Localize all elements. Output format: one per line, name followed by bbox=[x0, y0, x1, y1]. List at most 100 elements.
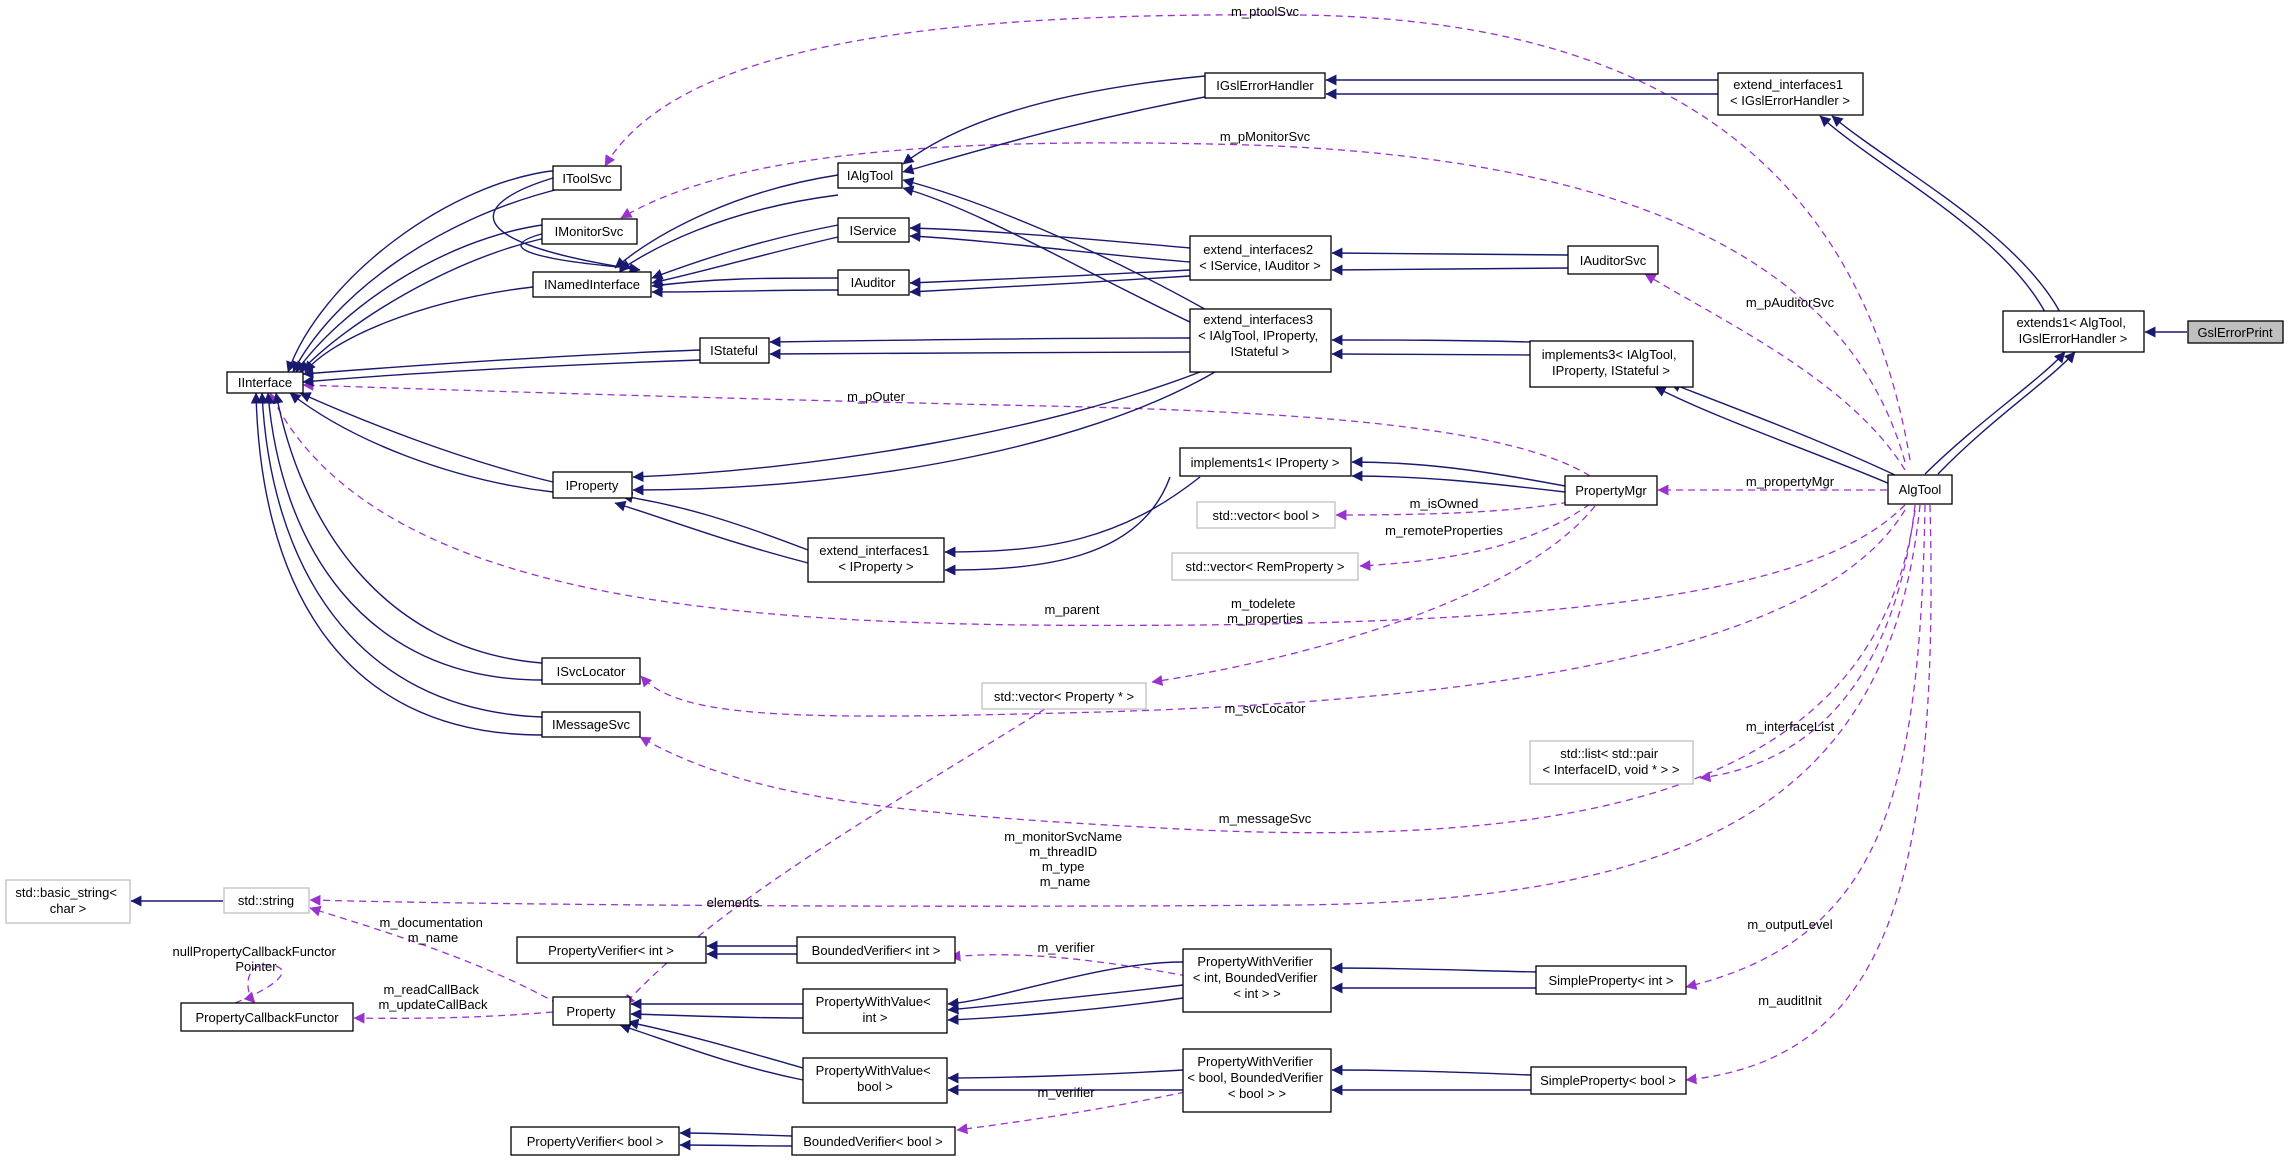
edge-strings bbox=[309, 504, 1921, 907]
svg-text:ISvcLocator: ISvcLocator bbox=[557, 664, 626, 679]
edge-extends1-extif1-a bbox=[1819, 115, 2046, 313]
svg-text:Property: Property bbox=[566, 1004, 616, 1019]
node-ialgtool[interactable]: IAlgTool bbox=[837, 162, 903, 189]
svg-text:IAuditor: IAuditor bbox=[851, 275, 896, 290]
node-propertyverifier-bool[interactable]: PropertyVerifier< bool > bbox=[510, 1126, 680, 1156]
edge-todelete bbox=[1151, 505, 1596, 686]
node-propertymgr[interactable]: PropertyMgr bbox=[1564, 475, 1658, 506]
edge-iservice-inamed bbox=[651, 224, 839, 280]
node-imonitorsvc[interactable]: IMonitorSvc bbox=[541, 218, 638, 245]
node-vector-property-ptr[interactable]: std::vector< Property * > bbox=[981, 682, 1147, 710]
edge-extif2-iauditor-b bbox=[909, 275, 1191, 297]
svg-text:std::list< std::pair <: std::list< std::pair < InterfaceID, void… bbox=[1543, 746, 1680, 777]
svg-text:IProperty: IProperty bbox=[566, 478, 619, 493]
svg-text:implements1< IProperty >: implements1< IProperty > bbox=[1191, 455, 1340, 470]
svg-text:PropertyWithVerifier <: PropertyWithVerifier < bool, BoundedVeri… bbox=[1187, 1054, 1326, 1101]
svg-text:std::vector< Property * >: std::vector< Property * > bbox=[994, 689, 1134, 704]
node-itoolsvc[interactable]: IToolSvc bbox=[552, 165, 622, 191]
node-propertywithverifier-int[interactable]: PropertyWithVerifier < int, BoundedVerif… bbox=[1182, 948, 1332, 1013]
edge-parent bbox=[269, 392, 1906, 627]
edge-iproperty-iinterface-b bbox=[289, 392, 554, 493]
node-basic-string[interactable]: std::basic_string< char > bbox=[5, 879, 131, 924]
edge-ptoolsvc bbox=[604, 14, 1911, 461]
edge-pwvalint-property-b bbox=[630, 1008, 804, 1020]
node-propertyverifier-int[interactable]: PropertyVerifier< int > bbox=[516, 936, 707, 964]
edge-extif2-iservice bbox=[909, 222, 1191, 249]
node-inamedinterface[interactable]: INamedInterface bbox=[532, 271, 652, 298]
label-doc: m_documentation m_name bbox=[380, 915, 487, 945]
node-iproperty[interactable]: IProperty bbox=[552, 471, 633, 499]
edge-extif3-istateful bbox=[769, 336, 1191, 348]
edge-verifier2 bbox=[956, 1091, 1186, 1135]
node-imessagesvc[interactable]: IMessageSvc bbox=[541, 711, 641, 738]
node-gslerrorprint[interactable]: GslErrorPrint bbox=[2187, 320, 2284, 344]
node-extend-interfaces2[interactable]: extend_interfaces2 < IService, IAuditor … bbox=[1189, 235, 1332, 281]
edge-iproperty-iinterface bbox=[299, 392, 554, 483]
svg-text:extend_interfaces2 < I: extend_interfaces2 < IService, IAuditor … bbox=[1199, 242, 1320, 273]
edge-interfacelist bbox=[1699, 504, 1916, 783]
node-implements3[interactable]: implements3< IAlgTool, IProperty, IState… bbox=[1529, 340, 1694, 388]
node-propertywithverifier-bool[interactable]: PropertyWithVerifier < bool, BoundedVeri… bbox=[1182, 1048, 1332, 1113]
node-igslerrorhandler[interactable]: IGslErrorHandler bbox=[1204, 72, 1326, 99]
edge-extif2-iauditor bbox=[909, 269, 1191, 289]
edge-elements bbox=[623, 708, 1046, 1006]
node-iauditorsvc[interactable]: IAuditorSvc bbox=[1567, 245, 1659, 275]
label-todelete: m_todelete m_properties bbox=[1227, 596, 1303, 626]
svg-text:PropertyWithValue< int: PropertyWithValue< int > bbox=[816, 994, 935, 1025]
node-iservice[interactable]: IService bbox=[837, 217, 910, 243]
node-istateful[interactable]: IStateful bbox=[699, 337, 770, 364]
label-nullcb: nullPropertyCallbackFunctor Pointer bbox=[173, 944, 340, 974]
node-implements1[interactable]: implements1< IProperty > bbox=[1179, 447, 1352, 477]
edge-pwvint-pwvalint-b bbox=[947, 997, 1184, 1026]
edge-remoteprops bbox=[1359, 503, 1591, 571]
node-simpleproperty-int[interactable]: SimpleProperty< int > bbox=[1535, 965, 1687, 995]
svg-text:extends1< AlgTool, IGs: extends1< AlgTool, IGslErrorHandler > bbox=[2016, 315, 2129, 346]
edge-itoolsvc-iinterface-b bbox=[292, 187, 564, 373]
edge-messagesvc bbox=[639, 509, 1916, 834]
svg-text:IGslErrorHandler: IGslErrorHandler bbox=[1216, 78, 1314, 93]
node-propertywithvalue-int[interactable]: PropertyWithValue< int > bbox=[802, 988, 948, 1034]
edge-pwvalbool-property bbox=[627, 1018, 804, 1069]
label-svclocator: m_svcLocator bbox=[1225, 701, 1307, 716]
svg-text:IMessageSvc: IMessageSvc bbox=[552, 717, 631, 732]
label-auditinit: m_auditInit bbox=[1758, 993, 1822, 1008]
edge-readcb bbox=[353, 1011, 554, 1024]
edge-bvbool-pvbool-b bbox=[679, 1139, 793, 1151]
node-vector-bool[interactable]: std::vector< bool > bbox=[1196, 501, 1336, 529]
edge-extif2-iservice-b bbox=[909, 231, 1191, 263]
edge-impl3-extif3-b bbox=[1331, 348, 1531, 360]
node-extend-interfaces3[interactable]: extend_interfaces3 < IAlgTool, IProperty… bbox=[1189, 308, 1332, 373]
node-boundedverifier-bool[interactable]: BoundedVerifier< bool > bbox=[791, 1126, 956, 1156]
node-algtool[interactable]: AlgTool bbox=[1887, 474, 1953, 505]
svg-text:IAuditorSvc: IAuditorSvc bbox=[1580, 253, 1647, 268]
label-pouter: m_pOuter bbox=[847, 389, 905, 404]
edge-isowned bbox=[1335, 499, 1581, 521]
node-extend-interfaces1-gsl[interactable]: extend_interfaces1 < IGslErrorHandler > bbox=[1717, 72, 1864, 116]
node-simpleproperty-bool[interactable]: SimpleProperty< bool > bbox=[1530, 1066, 1687, 1095]
edge-inamed-iinterface bbox=[304, 286, 534, 373]
node-property[interactable]: Property bbox=[552, 996, 631, 1026]
node-boundedverifier-int[interactable]: BoundedVerifier< int > bbox=[796, 936, 956, 964]
edge-spint-pwvint bbox=[1331, 962, 1537, 974]
node-vector-remproperty[interactable]: std::vector< RemProperty > bbox=[1171, 552, 1359, 581]
edge-propmgr-impl1 bbox=[1351, 456, 1566, 487]
edge-itoolsvc-inamed bbox=[492, 177, 641, 274]
node-propertywithvalue-bool[interactable]: PropertyWithValue< bool > bbox=[802, 1057, 948, 1104]
svg-text:BoundedVerifier< bool >: BoundedVerifier< bool > bbox=[803, 1134, 943, 1149]
node-list-pair[interactable]: std::list< std::pair < InterfaceID, void… bbox=[1529, 740, 1694, 785]
node-isvclocator[interactable]: ISvcLocator bbox=[541, 657, 641, 685]
node-propertycallbackfunctor[interactable]: PropertyCallbackFunctor bbox=[180, 1002, 354, 1032]
node-std-string[interactable]: std::string bbox=[223, 887, 310, 914]
inheritance-edges bbox=[130, 74, 2187, 1151]
edge-spbool-pwvbool bbox=[1331, 1064, 1532, 1076]
edge-iauditorsvc-extif2-b bbox=[1331, 264, 1569, 276]
node-extend-interfaces1-property[interactable]: extend_interfaces1 < IProperty > bbox=[807, 537, 945, 583]
node-iauditor[interactable]: IAuditor bbox=[837, 269, 910, 296]
edge-iauditor-inamed bbox=[651, 277, 839, 291]
svg-text:IToolSvc: IToolSvc bbox=[562, 171, 612, 186]
label-readcb: m_readCallBack m_updateCallBack bbox=[378, 982, 488, 1012]
label-elements: elements bbox=[707, 895, 760, 910]
node-extends1[interactable]: extends1< AlgTool, IGslErrorHandler > bbox=[2002, 310, 2145, 353]
node-iinterface[interactable]: IInterface bbox=[226, 371, 304, 394]
edge-extends1-extif1-b bbox=[1831, 115, 2061, 313]
